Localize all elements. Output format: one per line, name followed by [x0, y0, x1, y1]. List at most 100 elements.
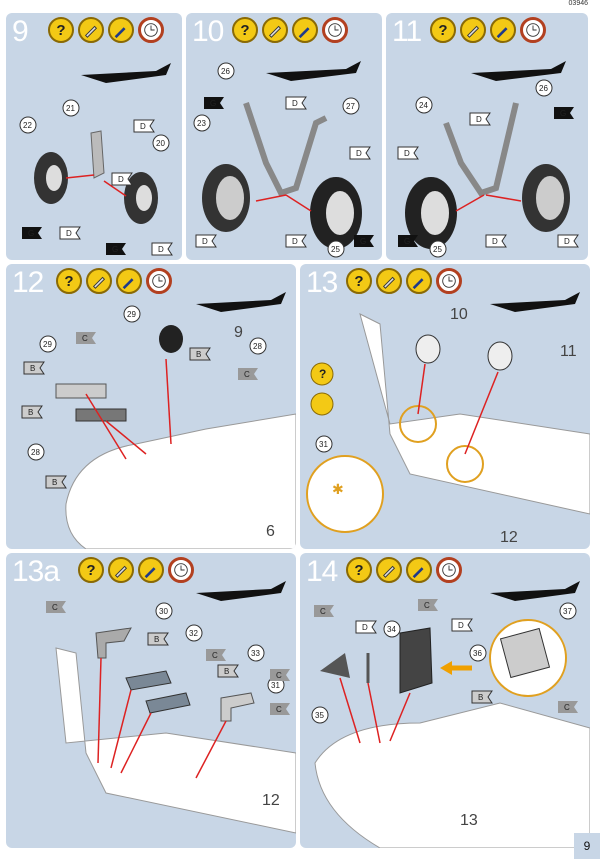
step-icons: ?: [48, 17, 164, 43]
part-36-piece: [499, 627, 551, 679]
step-number: 11: [392, 15, 422, 48]
step-11-drawing: 26 24 25 G D D D G D: [397, 61, 579, 258]
paint-flag: C: [206, 649, 226, 661]
paint-flag: B: [23, 361, 45, 375]
glue-icon: [460, 17, 486, 43]
svg-text:G: G: [404, 237, 410, 246]
svg-text:D: D: [476, 115, 482, 124]
step-10-panel: 10 ? 26 27 23 25 G D D D D G: [186, 13, 382, 260]
svg-text:D: D: [362, 623, 368, 632]
part-37: 37: [563, 607, 572, 616]
part-32: 32: [189, 629, 198, 638]
svg-text:B: B: [224, 667, 229, 676]
aircraft-silhouette: [196, 292, 286, 312]
step-14-drawing: 34 35 36 37 13 C D C D B C: [311, 581, 590, 848]
part-31-piece: [220, 692, 255, 722]
part-24: 24: [419, 101, 428, 110]
svg-text:B: B: [154, 635, 159, 644]
paint-flag: D: [59, 226, 81, 240]
question-icon: [310, 362, 334, 386]
aircraft-silhouette: [196, 581, 286, 601]
paint-flag: G: [22, 227, 42, 239]
svg-text:B: B: [28, 408, 33, 417]
part-33: 33: [251, 649, 260, 658]
step-13a-panel: 13a ? 30 32 33 31 12 C B C C B C: [6, 553, 296, 848]
step-icons: ?: [346, 557, 462, 583]
catalog-code: 03946: [568, 0, 588, 7]
glue-icon: [310, 392, 334, 416]
svg-text:C: C: [212, 651, 218, 660]
paint-flag: D: [133, 119, 155, 133]
part-28-piece: [75, 408, 127, 422]
svg-text:G: G: [210, 99, 216, 108]
fuselage-nose: [65, 413, 296, 549]
svg-text:B: B: [52, 478, 57, 487]
part-13: 13: [460, 812, 478, 829]
paint-flag: C: [558, 701, 578, 713]
paint-flag: B: [45, 475, 67, 489]
paint-flag: G: [106, 243, 126, 255]
svg-text:G: G: [28, 229, 34, 238]
svg-text:D: D: [356, 149, 362, 158]
part-30: 30: [159, 607, 168, 616]
paint-flag: G: [398, 235, 418, 247]
step-number: 9: [12, 15, 29, 48]
paint-flag: D: [355, 620, 377, 634]
part-31: 31: [319, 440, 328, 449]
part-36: 36: [473, 649, 482, 658]
svg-text:D: D: [158, 245, 164, 254]
clock-icon: [436, 557, 462, 583]
svg-text:D: D: [564, 237, 570, 246]
svg-text:D: D: [202, 237, 208, 246]
part-22: 22: [23, 121, 32, 130]
svg-text:C: C: [52, 603, 58, 612]
part-35: 35: [315, 711, 324, 720]
paint-flag: B: [147, 632, 169, 646]
question-icon: ?: [430, 17, 456, 43]
svg-text:G: G: [560, 109, 566, 118]
paint-brush-icon: [406, 557, 432, 583]
svg-text:C: C: [276, 705, 282, 714]
paint-flag: D: [349, 146, 371, 160]
part-27: 27: [346, 102, 355, 111]
step-icons: ?: [346, 268, 462, 294]
clock-icon: [146, 268, 172, 294]
svg-text:C: C: [320, 607, 326, 616]
part-10-wheels: [415, 334, 441, 364]
svg-text:D: D: [292, 237, 298, 246]
detail-circle: [399, 405, 437, 443]
glue-icon: [262, 17, 288, 43]
page-number: 9: [574, 833, 600, 859]
part-20: 20: [156, 139, 165, 148]
strut-26-27: [243, 102, 328, 197]
question-icon: ?: [232, 17, 258, 43]
part-26: 26: [539, 84, 548, 93]
svg-text:C: C: [424, 601, 430, 610]
paint-brush-icon: [406, 268, 432, 294]
svg-text:B: B: [196, 350, 201, 359]
svg-text:D: D: [492, 237, 498, 246]
paint-flag: G: [554, 107, 574, 119]
clock-icon: [436, 268, 462, 294]
paint-brush-icon: [490, 17, 516, 43]
paint-flag: C: [418, 599, 438, 611]
svg-text:D: D: [66, 229, 72, 238]
svg-text:G: G: [360, 237, 366, 246]
step-icons: ?: [56, 268, 172, 294]
wing-underside: [55, 647, 296, 834]
step-number: 12: [12, 266, 44, 299]
part-32-piece: [125, 670, 172, 691]
part-11: 11: [560, 343, 577, 360]
paint-flag: C: [76, 332, 96, 344]
detail-inset: [306, 455, 384, 533]
step-number: 10: [192, 15, 224, 48]
part-29: 29: [127, 310, 136, 319]
paint-flag: G: [354, 235, 374, 247]
paint-brush-icon: [292, 17, 318, 43]
question-icon: ?: [346, 268, 372, 294]
question-icon: ?: [56, 268, 82, 294]
part-35-piece: [320, 653, 350, 678]
step-14-panel: 14 ? 34 35 36 37 13 C D C D B C: [300, 553, 590, 848]
part-21: 21: [66, 104, 75, 113]
paint-flag: D: [111, 172, 133, 186]
